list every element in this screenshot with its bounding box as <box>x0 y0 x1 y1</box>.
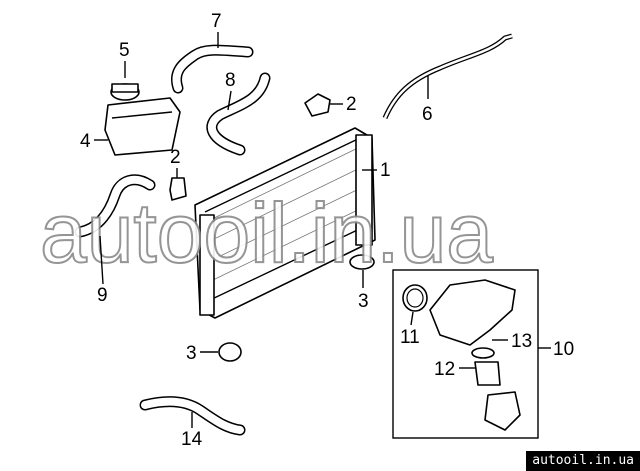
hose-9 <box>74 174 156 238</box>
insulator-3-right <box>349 254 375 270</box>
hose-7 <box>171 44 254 94</box>
reservoir-cap-5 <box>110 83 140 101</box>
hose-8 <box>206 72 271 156</box>
radiator-1 <box>194 127 376 319</box>
callout-1: 1 <box>380 160 391 181</box>
callout-12: 12 <box>434 359 455 380</box>
callout-2-top: 2 <box>346 94 357 115</box>
pipe-6 <box>382 33 513 120</box>
callout-13: 13 <box>511 331 532 352</box>
callout-14: 14 <box>181 429 203 450</box>
callout-4: 4 <box>80 131 91 152</box>
callout-3-left: 3 <box>186 343 197 364</box>
thermostat-group-box <box>392 269 539 439</box>
reservoir-4 <box>104 97 181 156</box>
callout-2-left: 2 <box>170 147 181 168</box>
callout-6: 6 <box>422 104 433 125</box>
site-badge: autooil.in.ua <box>526 451 640 471</box>
bracket-2-left <box>169 177 187 201</box>
callouts: 7 5 8 2 6 4 2 1 9 3 11 13 10 12 3 14 <box>80 11 574 450</box>
insulator-3-left <box>218 342 242 362</box>
callout-3-right: 3 <box>358 291 369 312</box>
callout-11: 11 <box>400 327 420 348</box>
callout-10: 10 <box>553 339 574 360</box>
callout-8: 8 <box>225 70 236 91</box>
watermark-text: autooil.in.ua <box>40 186 493 280</box>
callout-9: 9 <box>97 285 108 306</box>
bracket-2-top <box>304 93 331 117</box>
callout-5: 5 <box>119 40 130 61</box>
callout-7: 7 <box>211 11 222 32</box>
hose-14 <box>139 396 246 436</box>
